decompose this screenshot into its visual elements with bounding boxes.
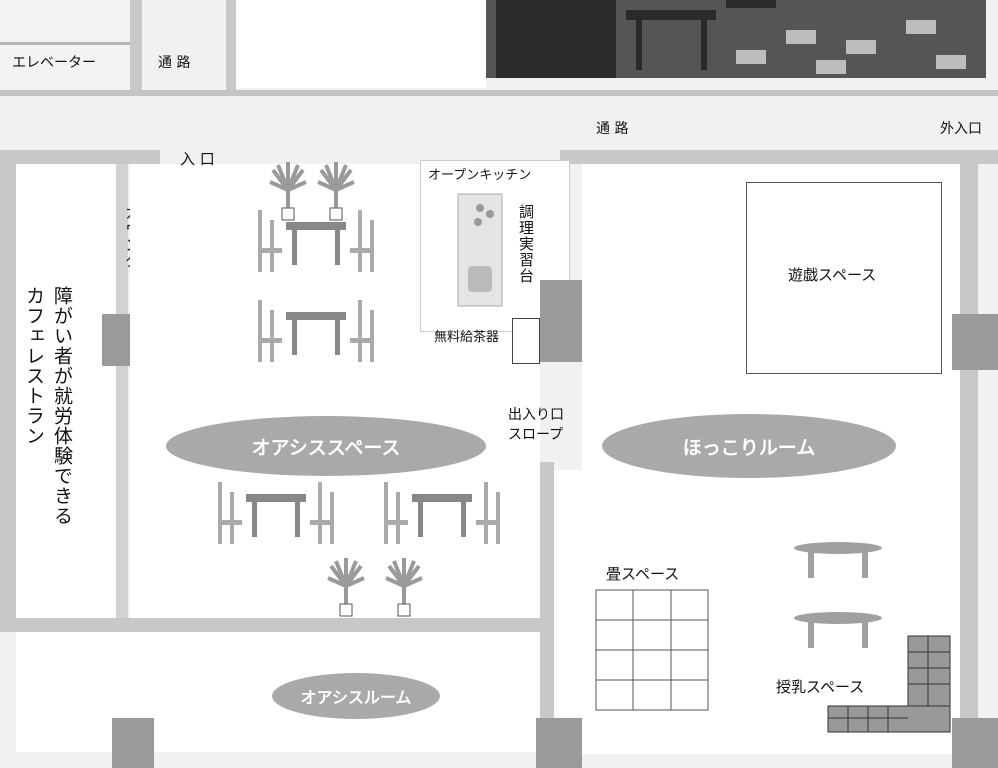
table-set-icon: [258, 210, 374, 272]
cafe-room: [16, 164, 116, 620]
plant-icon: [317, 162, 355, 221]
nursing-sofa-icon: [827, 635, 951, 733]
elevator-border: [0, 42, 130, 45]
corridor-bottom-wall: [0, 90, 998, 96]
corridor-top-left-label: 通 路: [158, 55, 191, 71]
tatami-grid-icon: [595, 589, 709, 711]
oasis-room-badge: オアシスルーム: [272, 673, 440, 719]
tatami-space-label: 畳スペース: [606, 565, 680, 583]
oasis-room-column-right: [536, 718, 582, 768]
table-set-icon: [218, 482, 334, 544]
right-outer-wall: [960, 164, 978, 768]
elevator-label: エレベーター: [12, 55, 96, 71]
right-upper-column: [952, 314, 998, 370]
tea-machine: [512, 318, 540, 364]
kitchen-column: [540, 280, 582, 362]
main-top-wall-right: [560, 150, 998, 164]
open-kitchen-label: オープンキッチン: [428, 168, 532, 183]
elevator-area: [0, 0, 130, 92]
nursing-space-label: 授乳スペース: [776, 676, 865, 697]
oasis-room-label: オアシスルーム: [300, 688, 412, 707]
free-tea-label: 無料給茶器: [434, 330, 500, 345]
small-table-icon: [794, 542, 882, 578]
outer-entrance-label: 外入口: [940, 121, 982, 137]
plant-icon: [327, 558, 365, 617]
cafe-photo-drawing: [486, 0, 986, 78]
play-space-label: 遊戯スペース: [788, 266, 877, 284]
top-left-pillar: [130, 0, 142, 95]
oasis-space-label: オアシススペース: [251, 436, 401, 459]
left-outer-wall: [0, 150, 16, 630]
entrance-label: 入 口: [180, 150, 215, 168]
play-space-box: [746, 182, 942, 374]
top-office: [236, 0, 486, 88]
cooking-stand-icon: [457, 193, 503, 307]
oasis-room-column: [112, 718, 154, 768]
small-table-icon: [794, 612, 882, 648]
cooking-stand-label: 調理実習台: [517, 204, 535, 284]
plant-icon: [385, 558, 423, 617]
cafe-name-label: 障がい者が就労体験できるカフェレストラン: [23, 286, 73, 526]
table-set-icon: [384, 482, 500, 544]
plant-icon: [269, 162, 307, 221]
table-set-icon: [258, 300, 374, 362]
exit-slope-line1: 出入り口: [508, 407, 564, 423]
cafe-photo: [486, 0, 986, 78]
oasis-room-top-wall: [0, 618, 552, 632]
main-top-wall: [0, 150, 160, 164]
right-lower-column: [952, 718, 998, 768]
cafe-inner-wall: [116, 164, 128, 620]
cafe-column: [102, 314, 130, 366]
corridor-main-label: 通 路: [596, 121, 629, 137]
top-mid-pillar: [226, 0, 236, 95]
oasis-space-badge: オアシススペース: [166, 416, 486, 476]
center-divider-wall: [540, 462, 554, 622]
hokkori-room-label: ほっこりルーム: [682, 436, 816, 459]
exit-slope-line2: スロープ: [508, 427, 564, 443]
hokkori-room-badge: ほっこりルーム: [602, 414, 896, 478]
